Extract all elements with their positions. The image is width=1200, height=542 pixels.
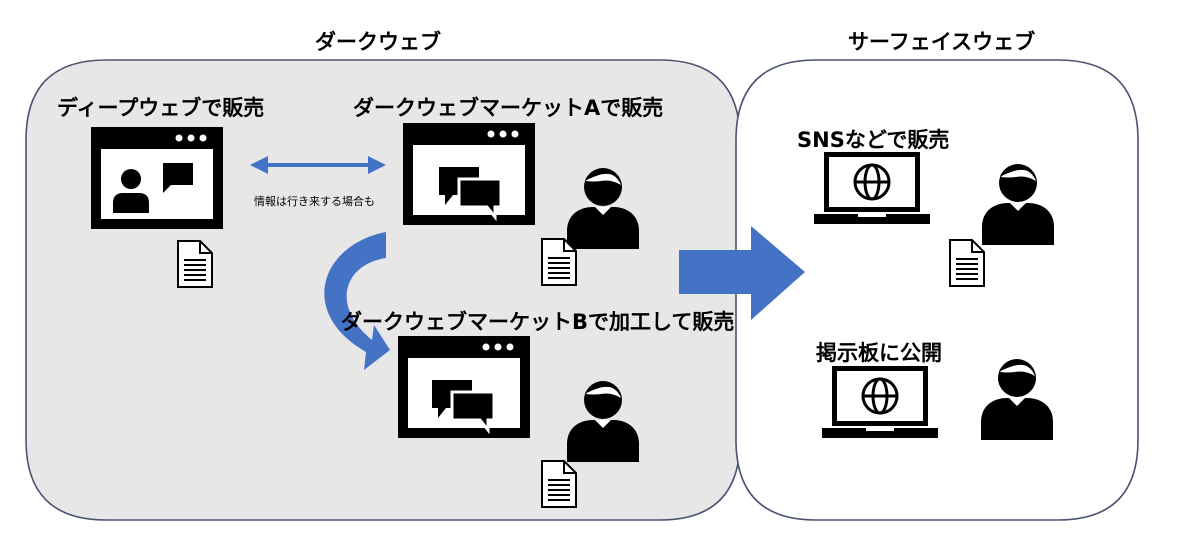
deep-web-sale-label: ディープウェブで販売: [57, 96, 265, 120]
market-b-sale-label: ダークウェブマーケットBで加工して販売: [341, 310, 735, 334]
dark-web-title: ダークウェブ: [315, 30, 441, 54]
info-flow-annotation: 情報は行き来する場合も: [254, 195, 375, 208]
bbs-public-label: 掲示板に公開: [816, 341, 942, 365]
document-icon: [541, 238, 577, 286]
market-a-sale-label: ダークウェブマーケットAで販売: [353, 96, 664, 120]
double-arrow: [250, 156, 386, 174]
document-icon: [949, 239, 985, 287]
document-icon: [177, 240, 213, 288]
sns-sale-label: SNSなどで販売: [797, 128, 950, 152]
big-arrow: [679, 226, 805, 320]
browser-window-icon: [403, 123, 535, 225]
surface-web-title: サーフェイスウェブ: [848, 30, 1036, 54]
curved-arrow: [324, 232, 390, 370]
browser-window-icon: [398, 336, 530, 438]
browser-window-icon: [91, 127, 223, 229]
document-icon: [541, 460, 577, 508]
